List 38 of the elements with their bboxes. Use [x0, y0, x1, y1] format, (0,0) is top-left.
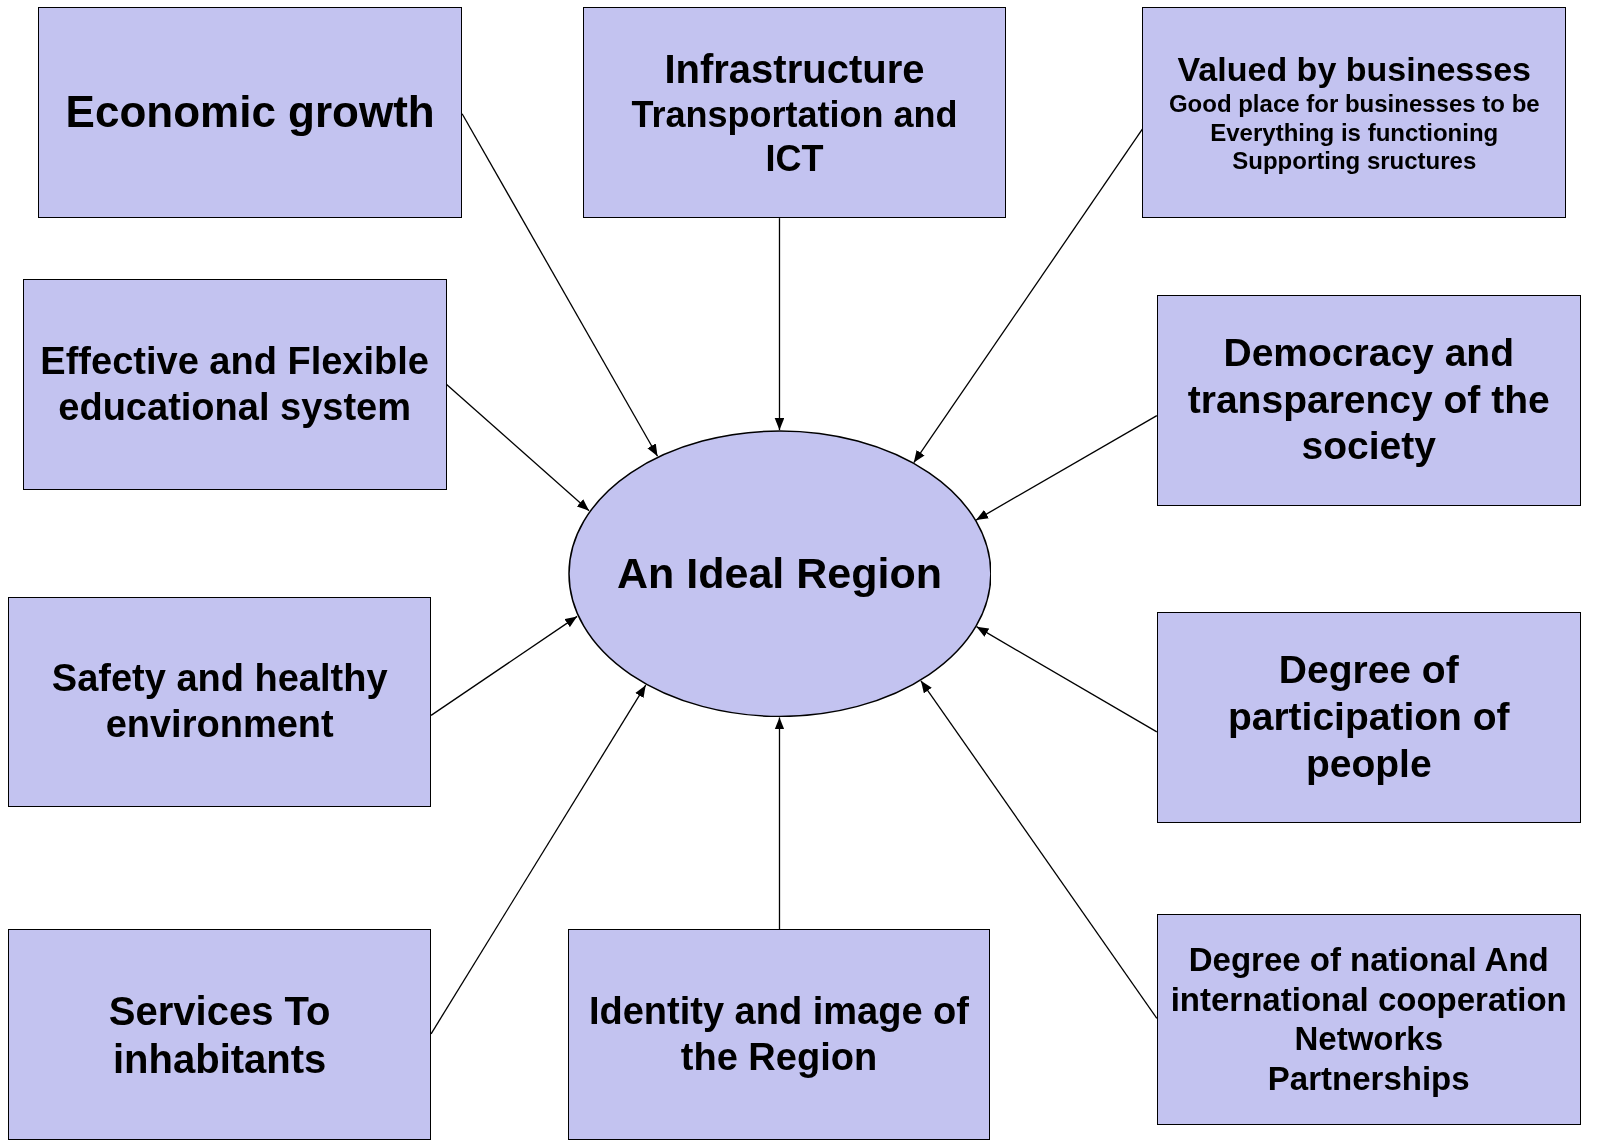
factor-box: [583, 7, 1006, 219]
arrow: [975, 414, 1158, 521]
box-text: Networks: [1294, 1019, 1443, 1059]
box-text: Supporting sructures: [1232, 147, 1477, 177]
box-text: Everything is functioning: [1210, 118, 1499, 148]
factor-box: [38, 7, 463, 219]
arrow: [430, 684, 647, 1035]
factor-box: [1156, 294, 1581, 506]
factor-box: [1156, 612, 1581, 823]
arrow: [445, 383, 590, 512]
box-text: Transportation and ICT: [630, 93, 959, 180]
box-heading: Services To inhabitants: [107, 987, 332, 1083]
box-heading: Degree of participation of people: [1226, 647, 1511, 787]
box-text: Partnerships: [1267, 1058, 1470, 1099]
arrow: [975, 626, 1158, 733]
factor-box: [22, 279, 447, 490]
box-heading: Valued by businesses: [1177, 49, 1531, 90]
box-heading: Degree of national And international cooperation: [1169, 940, 1568, 1020]
box-heading: Safety and healthy environment: [50, 656, 389, 747]
factor-box: [8, 929, 432, 1141]
factor-box: [1142, 7, 1567, 219]
factor-box: [1156, 913, 1581, 1125]
box-text: Good place for businesses to be: [1168, 89, 1540, 119]
arrow: [920, 680, 1158, 1019]
factor-box: [567, 929, 991, 1141]
arrow: [774, 217, 785, 431]
box-heading: An Ideal Region: [617, 547, 942, 599]
arrow: [461, 113, 659, 457]
arrow: [913, 128, 1143, 464]
box-heading: Democracy and transparency of the society: [1186, 329, 1551, 470]
arrow: [430, 615, 578, 717]
center-ellipse: [567, 430, 992, 718]
factor-box: [8, 596, 432, 808]
box-heading: Effective and Flexible educational system: [39, 338, 430, 430]
box-heading: Identity and image of the Region: [587, 989, 970, 1080]
box-heading: Infrastructure: [664, 46, 925, 94]
box-heading: Economic growth: [65, 86, 435, 139]
arrow: [774, 716, 785, 931]
